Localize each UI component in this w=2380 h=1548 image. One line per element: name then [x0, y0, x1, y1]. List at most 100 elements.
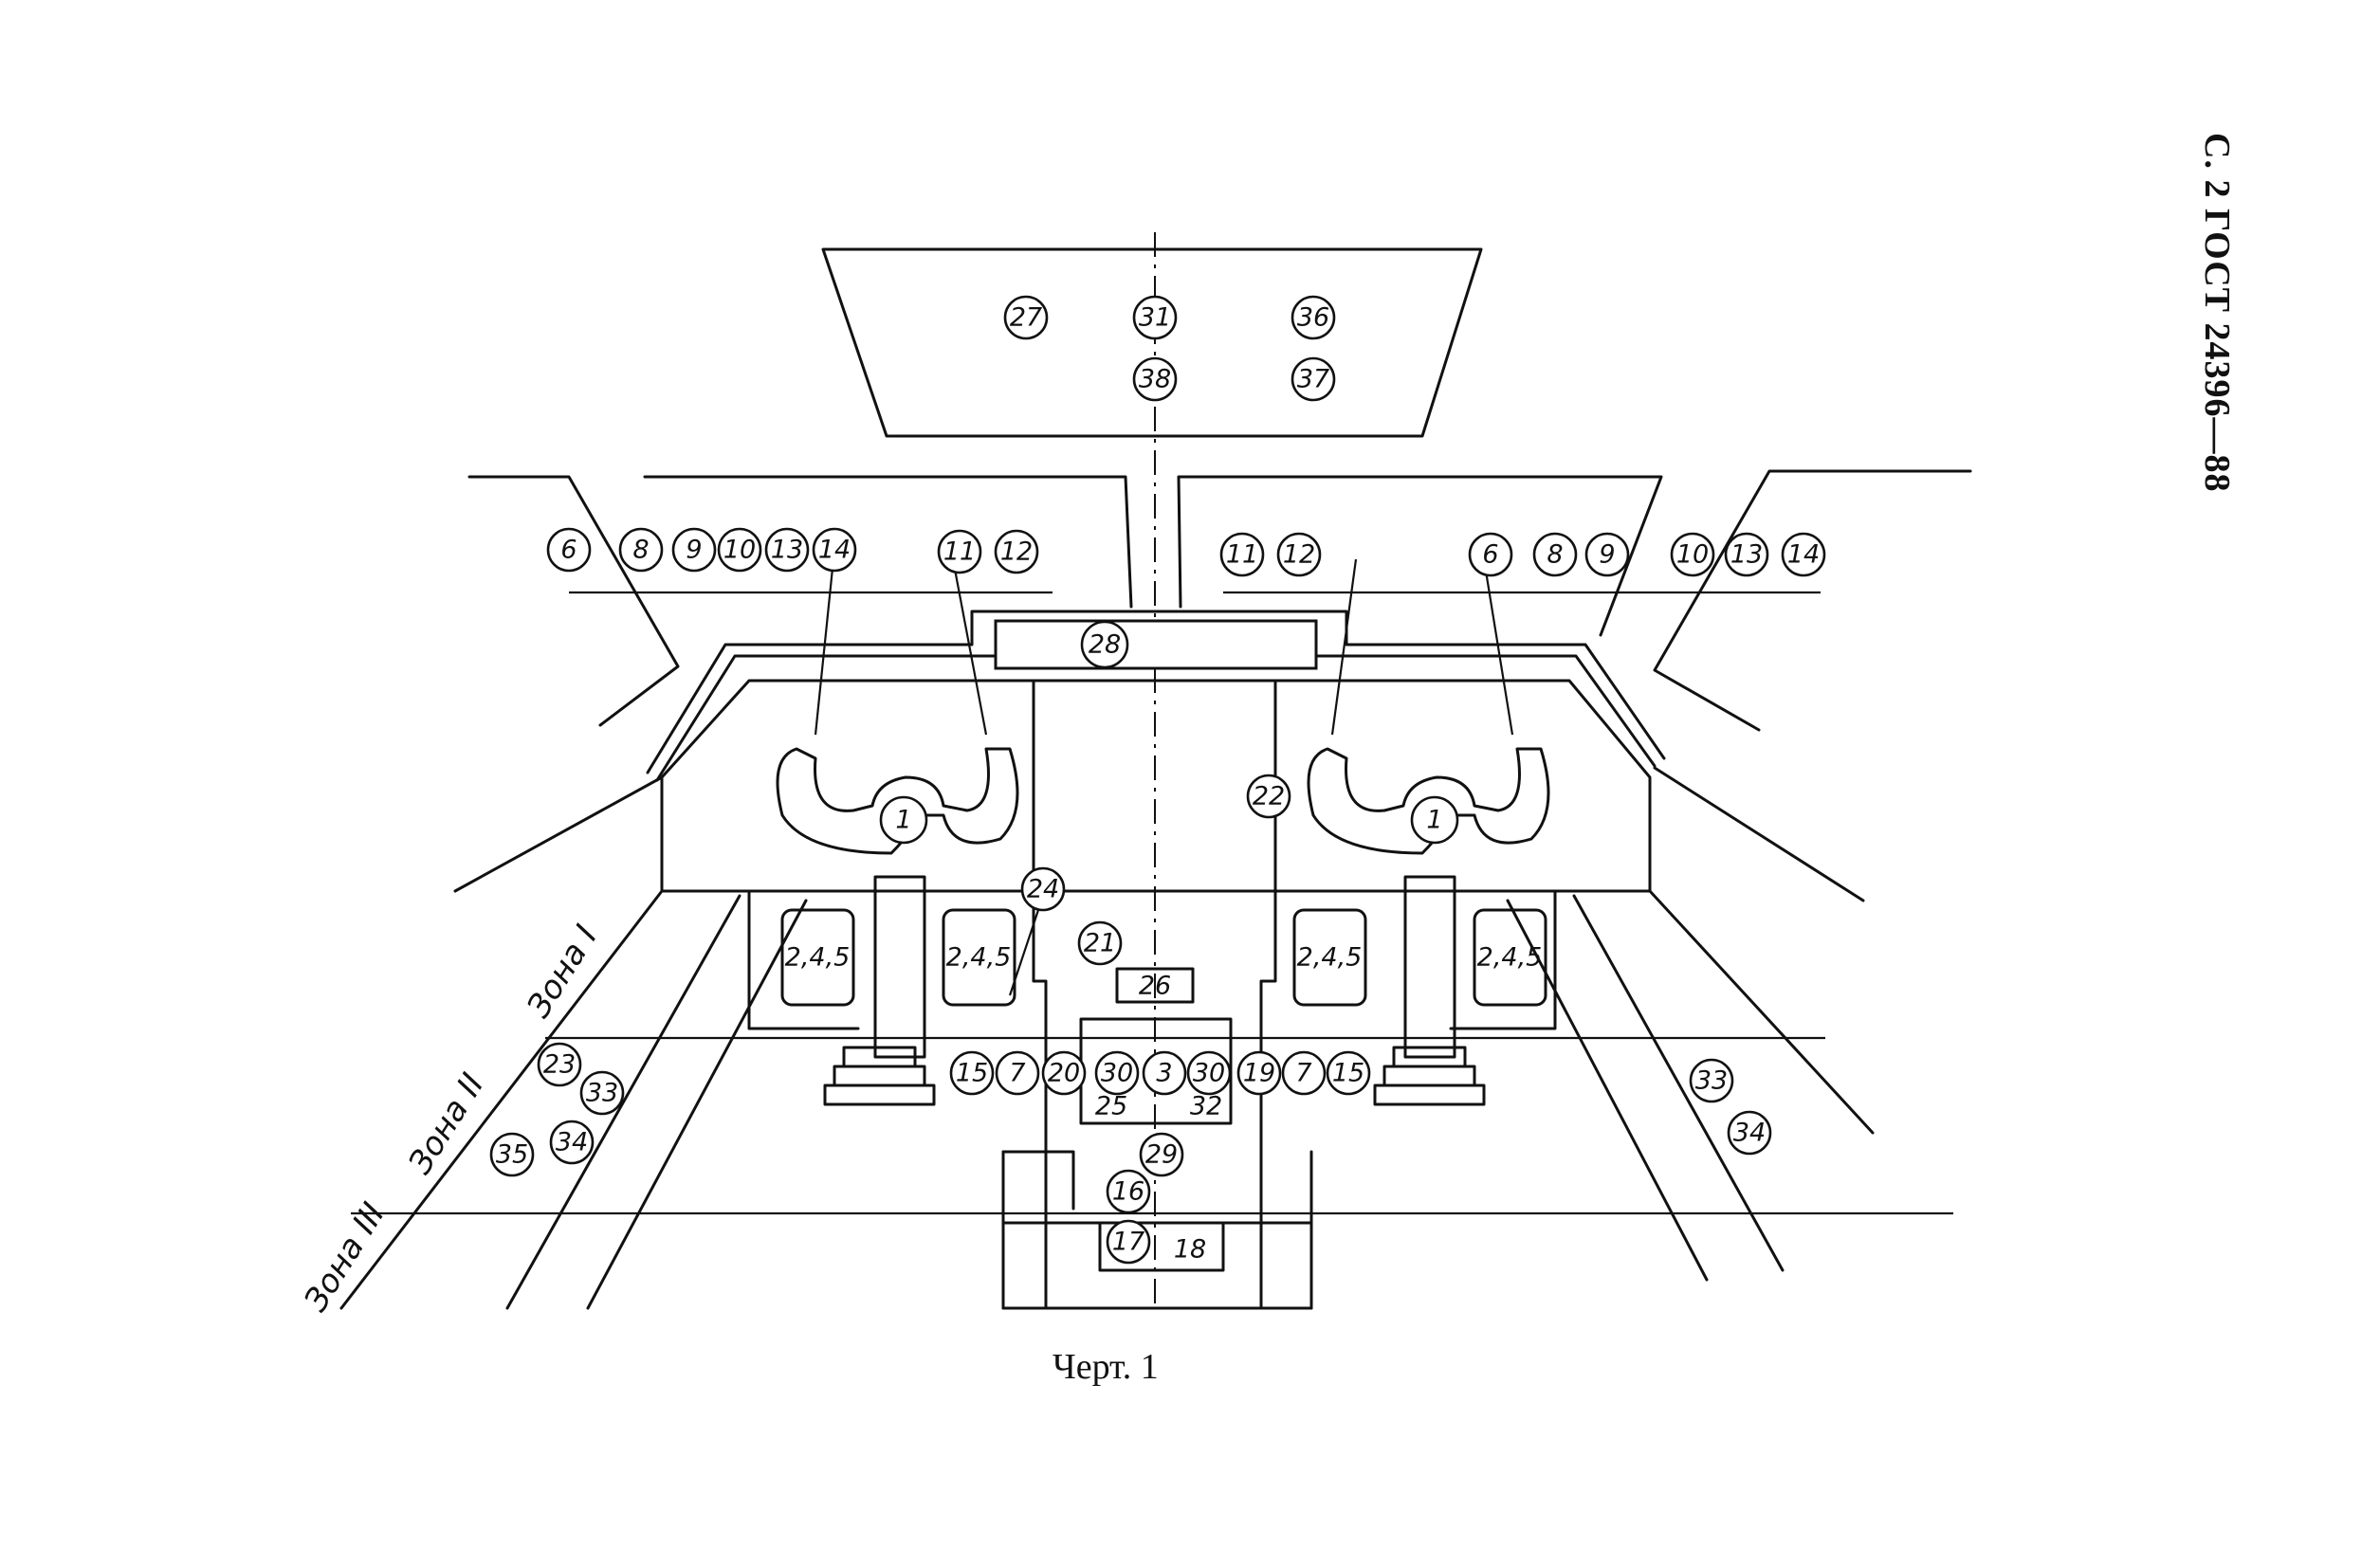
callout-number: 10	[723, 536, 756, 565]
callout-34-right: 34	[1727, 1110, 1772, 1156]
callout-number: 14	[1787, 540, 1820, 570]
callout-number: 34	[1733, 1119, 1766, 1148]
document-header: С. 2 ГОСТ 24396—88	[2197, 133, 2237, 493]
callout-number: 9	[686, 536, 702, 565]
floor-line-right-1	[1648, 889, 1875, 1135]
callout-number: 13	[771, 536, 803, 565]
callout-24: 24	[1020, 866, 1066, 912]
callout-number: 9	[1599, 540, 1615, 570]
floor-line-left-2	[505, 894, 741, 1310]
callout-number: 16	[1112, 1177, 1144, 1207]
callout-circle	[1291, 356, 1336, 402]
side-wall-right	[1653, 766, 1865, 902]
callout-number: 12	[1000, 537, 1033, 567]
callout-number: 24	[1027, 875, 1059, 904]
callout-number: 31	[1139, 303, 1171, 333]
callout-15-right: 15	[1326, 1050, 1371, 1096]
callout-l9: 9	[671, 527, 717, 573]
callout-number: 37	[1297, 365, 1329, 394]
floor-line-left-1	[339, 889, 664, 1310]
callout-circle	[1468, 532, 1513, 577]
callout-number: 15	[956, 1059, 988, 1088]
callout-circle	[579, 1070, 625, 1116]
center-box-label: 26	[1139, 972, 1171, 1001]
callout-circle	[1094, 1050, 1140, 1096]
callout-circle	[618, 527, 664, 573]
callout-7-left: 7	[995, 1050, 1040, 1096]
arrow-line-24	[1008, 895, 1045, 996]
callout-circle	[1219, 532, 1265, 577]
callout-r6: 6	[1468, 532, 1513, 577]
callout-number: 1	[1426, 806, 1442, 835]
callout-circle	[671, 527, 717, 573]
callout-33-left: 33	[579, 1070, 625, 1116]
callout-number: 7	[1295, 1059, 1311, 1088]
pedestal-label-32: 32	[1190, 1092, 1222, 1121]
arrow-line-4	[1482, 558, 1514, 736]
callout-number: 23	[543, 1050, 576, 1080]
callout-27: 27	[1003, 295, 1049, 340]
callout-19: 19	[1236, 1050, 1282, 1096]
arrow-line-1	[814, 549, 836, 736]
callout-number: 38	[1139, 365, 1171, 394]
callout-circle	[949, 1050, 995, 1096]
callout-circle	[937, 529, 982, 574]
callout-22: 22	[1246, 774, 1291, 819]
left-windshield	[643, 475, 1133, 609]
callout-number: 29	[1145, 1140, 1178, 1170]
callout-circle	[1139, 1132, 1184, 1177]
right-yoke	[1307, 747, 1550, 855]
pedestal-label-18: 18	[1174, 1235, 1206, 1265]
left-yoke-column	[873, 875, 926, 1059]
callout-circle	[1236, 1050, 1282, 1096]
callout-circle	[1142, 1050, 1187, 1096]
callout-circle	[1326, 1050, 1371, 1096]
callout-33-right: 33	[1689, 1058, 1734, 1103]
callout-circle	[879, 795, 928, 845]
callout-number: 14	[818, 536, 851, 565]
left-yoke-base-2	[833, 1065, 926, 1087]
callout-circle	[1186, 1050, 1232, 1096]
callout-circle	[1106, 1219, 1151, 1265]
callout-circle	[1132, 295, 1178, 340]
callout-l8: 8	[618, 527, 664, 573]
arrow-line-2	[951, 558, 988, 736]
callout-circle	[549, 1120, 595, 1165]
callout-circle	[812, 527, 857, 573]
callout-circle	[1584, 532, 1630, 577]
callout-1-left: 1	[879, 795, 928, 845]
left-lower-block	[747, 889, 860, 1030]
pedestal-label-25: 25	[1095, 1092, 1127, 1121]
left-window-frame	[467, 475, 680, 727]
callout-number: 6	[560, 536, 577, 565]
callout-number: 30	[1193, 1059, 1225, 1088]
callout-circle	[1020, 866, 1066, 912]
callout-circle	[1727, 1110, 1772, 1156]
floor-line-left-3	[586, 899, 808, 1310]
callout-r10: 10	[1670, 532, 1715, 577]
callout-30-left: 30	[1094, 1050, 1140, 1096]
callout-30-right: 30	[1186, 1050, 1232, 1096]
pedal-block-1	[780, 908, 855, 1007]
callout-r14: 14	[1781, 532, 1826, 577]
callout-circle	[717, 527, 762, 573]
callout-circle	[546, 527, 592, 573]
callout-circle	[994, 529, 1039, 574]
overhead-panel	[821, 247, 1483, 438]
callout-7-right: 7	[1281, 1050, 1327, 1096]
left-yoke-base-3	[823, 1084, 936, 1106]
callout-circle	[1689, 1058, 1734, 1103]
seat-label-2: 2,4,5	[946, 943, 1012, 973]
callout-circle	[1724, 532, 1769, 577]
callout-28: 28	[1080, 620, 1129, 669]
callout-number: 12	[1283, 540, 1315, 570]
callout-circle	[1132, 356, 1178, 402]
seat-label-4: 2,4,5	[1477, 943, 1543, 973]
callout-number: 10	[1676, 540, 1709, 570]
callout-number: 33	[586, 1079, 618, 1108]
figure-caption: Черт. 1	[1053, 1347, 1159, 1387]
arrow-line-3	[1330, 558, 1358, 736]
callout-3: 3	[1142, 1050, 1187, 1096]
callout-number: 28	[1089, 630, 1121, 660]
